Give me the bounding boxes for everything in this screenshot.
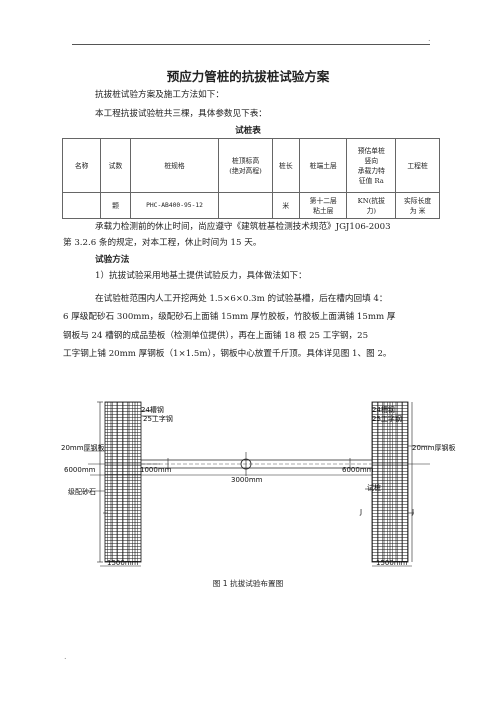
label-24-channel: 24槽钢 <box>141 405 164 414</box>
label-20mm-plate: 20mm厚钢板 <box>61 443 105 452</box>
header-rule <box>72 44 430 45</box>
label-1000mm: 1000mm <box>140 466 172 474</box>
para2-line-3: 钢板与 24 槽钢的成品垫板（检测单位提供），再在上面铺 18 根 25 工字钢… <box>63 331 369 341</box>
label-1500mm-left: 1500mm <box>107 559 139 567</box>
para1-line-1: 承载力检测前的休止时间，尚应遵守《建筑桩基检测技术规范》JGJ106-2003 <box>95 222 391 232</box>
section-title: 试验方法 <box>95 255 130 265</box>
pile-table: 名称 试数 桩规格 桩顶标高 (绝对高程) 桩长 桩端土层 预估单桩 竖向 承载… <box>61 138 440 219</box>
header-engineering-pile: 工程桩 <box>395 138 440 193</box>
label-grade-sand: 级配砂石 <box>68 487 96 496</box>
cell-spec: PHC-AB400-95-12 <box>129 192 220 219</box>
label-25-ibeam: 25工字钢 <box>143 414 173 423</box>
label-j-right: J <box>411 508 414 516</box>
cell-count: 颗 <box>100 192 131 219</box>
header-length: 桩长 <box>271 138 301 193</box>
label-80mm-right: 20mm厚钢板 <box>412 443 456 452</box>
para2-line-1: 在试验桩范围内人工开挖两处 1.5×6×0.3m 的试验基槽，后在槽内回填 4： <box>95 294 388 304</box>
table-title: 试桩表 <box>235 126 261 136</box>
label-1500mm-right: 1500mm <box>376 559 408 567</box>
label-3000mm: 3000mm <box>231 476 263 484</box>
label-6000mm-right: 6000mm <box>342 466 374 474</box>
label-pile-right: 试桩 <box>367 483 381 492</box>
main-beam <box>141 452 372 476</box>
right-support-pad <box>371 401 409 563</box>
document-title: 预应力管桩的抗拔桩试验方案 <box>166 69 330 84</box>
label-24-channel-right: 24槽钢 <box>372 405 395 414</box>
label-6000mm-left: 6000mm <box>64 466 96 474</box>
para1-line-2: 第 3.2.6 条的规定，对本工程，休止时间为 15 天。 <box>63 238 262 248</box>
header-soil: 桩端土层 <box>299 138 348 193</box>
dimension-lines <box>84 401 430 567</box>
figure-caption: 图 1 抗拔试验布置图 <box>212 579 284 588</box>
para2-line-4: 工字钢上铺 20mm 厚钢板（1×1.5m），钢板中心放置千斤顶。具体详见图 1… <box>63 349 392 359</box>
cell-length: 米 <box>271 192 301 219</box>
cell-engineering-pile: 实际长度 为 米 <box>395 192 440 219</box>
intro-line-2: 本工程抗拔试验桩共三棵，具体参数见下表： <box>95 109 267 119</box>
left-support-pad <box>104 401 142 563</box>
label-j-mid: J <box>359 508 362 516</box>
header-count: 试数 <box>100 138 131 193</box>
label-25-ibeam-right: 25工字钢 <box>372 414 402 423</box>
header-dot: . <box>428 34 431 43</box>
header-capacity: 预估单桩 竖向 承载力特 征值 Ra <box>346 138 397 193</box>
footer-dot: . <box>64 652 67 661</box>
step-1: 1）抗拔试验采用地基土提供试验反力，具体做法如下： <box>95 271 307 281</box>
cell-name <box>61 192 102 219</box>
cell-soil: 第十二层 粘土层 <box>299 192 348 219</box>
para2-line-2: 6 厚级配砂石 300mm，级配砂石上面铺 15mm 厚竹胶板，竹胶板上面满铺 … <box>63 312 396 322</box>
header-name: 名称 <box>61 138 102 193</box>
intro-line-1: 抗拔桩试验方案及施工方法如下： <box>95 90 224 100</box>
